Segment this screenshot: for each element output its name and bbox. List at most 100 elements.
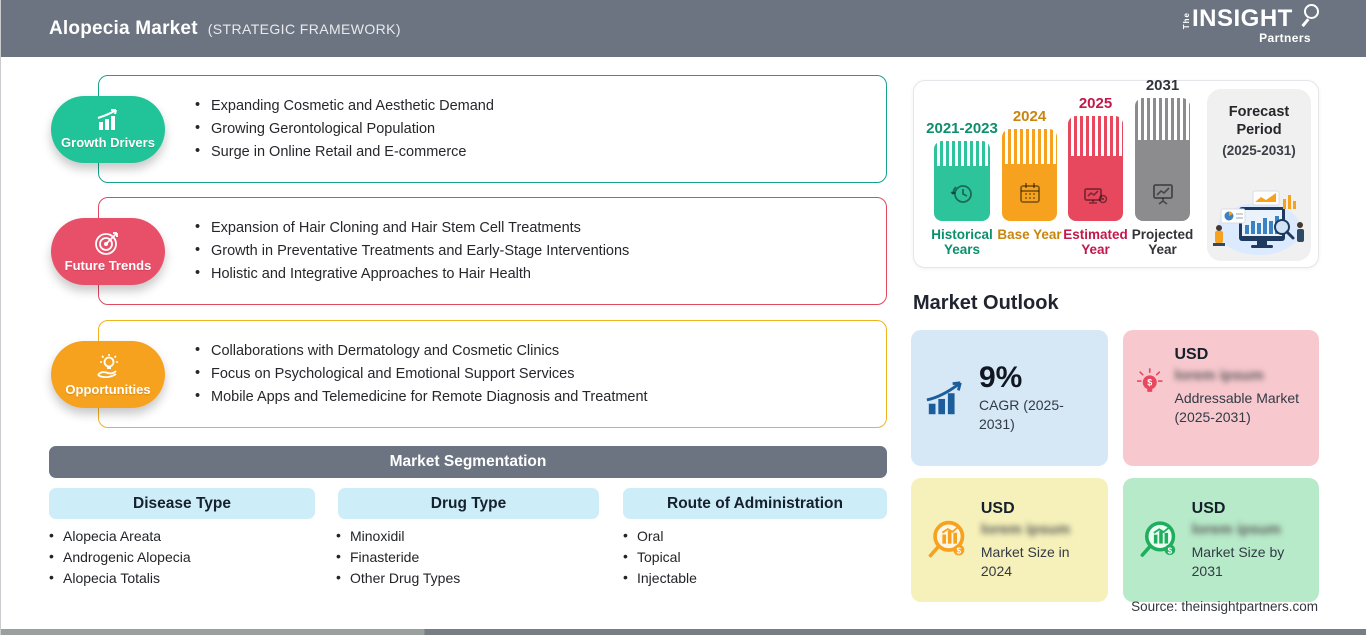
growth-drivers-box: Growth Drivers Expanding Cosmetic and Ae… xyxy=(51,75,887,183)
list-item: Focus on Psychological and Emotional Sup… xyxy=(195,365,870,382)
calendar-icon xyxy=(1019,183,1040,203)
logo-insight-text: INSIGHT xyxy=(1192,5,1293,32)
list-item: Minoxidil xyxy=(336,527,460,545)
bar-stripes xyxy=(1068,116,1123,156)
opportunities-box: Opportunities Collaborations with Dermat… xyxy=(51,320,887,428)
market-outlook-heading: Market Outlook xyxy=(913,292,1059,314)
timeline-bar-estimated: 2025 Estimated Year xyxy=(1063,95,1128,257)
opportunities-label: Opportunities xyxy=(65,381,151,397)
bar-body xyxy=(1002,164,1057,221)
future-trends-label: Future Trends xyxy=(64,258,152,273)
bar-stripes xyxy=(934,141,990,166)
currency-label: USD xyxy=(1191,499,1226,517)
opportunities-pill: Opportunities xyxy=(51,341,165,408)
list-item: Mobile Apps and Telemedicine for Remote … xyxy=(195,388,870,405)
cagr-card: 9% CAGR (2025-2031) xyxy=(911,330,1108,466)
list-item: Surge in Online Retail and E-commerce xyxy=(195,143,870,160)
list-item: Other Drug Types xyxy=(336,569,460,587)
list-item: Growing Gerontological Population xyxy=(195,120,870,137)
growth-drivers-label: Growth Drivers xyxy=(61,135,155,150)
page-title: Alopecia Market xyxy=(49,17,198,39)
list-item: Growth in Preventative Treatments and Ea… xyxy=(195,242,870,259)
market-size-2031-card: $ USD lorem ipsum Market Size by 2031 xyxy=(1123,478,1319,602)
list-item: Injectable xyxy=(623,569,697,587)
logo-the-text: The xyxy=(1182,12,1191,30)
bar-body xyxy=(1068,156,1123,221)
forecast-period-title: Forecast Period xyxy=(1228,104,1290,138)
hand-bulb-icon xyxy=(97,353,118,378)
opportunities-list: Collaborations with Dermatology and Cosm… xyxy=(195,336,870,412)
list-item: Expanding Cosmetic and Aesthetic Demand xyxy=(195,97,870,114)
bar-stripes xyxy=(1002,129,1057,164)
bulb-dollar-icon: $ xyxy=(1137,368,1163,392)
timeline-bar-projected: 2031 Projected Year xyxy=(1132,77,1194,257)
history-clock-icon xyxy=(950,185,972,203)
magnifier-chart-green-icon: $ xyxy=(1140,521,1176,557)
year-label: 2024 xyxy=(1012,108,1047,125)
currency-label: USD xyxy=(1174,346,1209,363)
list-item: Oral xyxy=(623,527,697,545)
blurred-value: lorem ipsum xyxy=(1174,367,1264,384)
forecast-period-panel: Forecast Period (2025-2031) xyxy=(1207,89,1311,261)
segmentation-column-route: Route of Administration xyxy=(623,488,887,519)
cagr-caption: CAGR (2025-2031) xyxy=(978,396,1064,432)
bar-caption: Projected Year xyxy=(1131,227,1194,257)
growth-drivers-list: Expanding Cosmetic and Aesthetic Demand … xyxy=(195,91,870,167)
bottom-divider-bar xyxy=(1,629,1366,635)
segmentation-column-drug-type: Drug Type xyxy=(338,488,599,519)
currency-label: USD xyxy=(980,499,1015,517)
target-dart-icon xyxy=(95,232,118,255)
page-subtitle: (STRATEGIC FRAMEWORK) xyxy=(207,20,401,37)
svg-text:$: $ xyxy=(1168,546,1173,555)
list-item: Expansion of Hair Cloning and Hair Stem … xyxy=(195,219,870,236)
analytics-illustration xyxy=(1213,190,1304,255)
magnifier-loop-icon xyxy=(1304,4,1319,19)
growth-drivers-pill: Growth Drivers xyxy=(51,96,165,163)
drug-type-list: Minoxidil Finasteride Other Drug Types xyxy=(336,524,460,591)
timeline-bar-base: 2024 Base Year xyxy=(997,108,1061,242)
year-label: 2025 xyxy=(1078,95,1113,112)
presentation-chart-icon xyxy=(1152,184,1173,205)
list-item: Topical xyxy=(623,548,697,566)
blurred-value: lorem ipsum xyxy=(1191,520,1281,538)
list-item: Finasteride xyxy=(336,548,460,566)
bar-body xyxy=(934,166,990,221)
bar-caption: Base Year xyxy=(997,227,1062,242)
future-trends-box: Future Trends Expansion of Hair Cloning … xyxy=(51,197,887,305)
timeline-years-card: 2021-2023 Historical Years 2024 xyxy=(913,77,1319,268)
bar-caption: Historical Years xyxy=(931,227,993,257)
market-segmentation-header: Market Segmentation xyxy=(49,446,887,478)
blurred-value: lorem ipsum xyxy=(980,520,1071,538)
logo-partners-text: Partners xyxy=(1259,30,1311,45)
future-trends-list: Expansion of Hair Cloning and Hair Stem … xyxy=(195,213,870,289)
bar-body xyxy=(1135,140,1190,221)
route-of-administration-list: Oral Topical Injectable xyxy=(623,524,697,591)
addressable-market-card: $ USD lorem ipsum Addressable Market (20… xyxy=(1123,330,1319,466)
list-item: Alopecia Totalis xyxy=(49,569,191,587)
segmentation-column-disease-type: Disease Type xyxy=(49,488,315,519)
year-label: 2031 xyxy=(1145,77,1180,94)
bar-stripes xyxy=(1135,98,1190,140)
forecast-period-range: (2025-2031) xyxy=(1222,143,1296,158)
header-bar: Alopecia Market (STRATEGIC FRAMEWORK) Th… xyxy=(1,0,1366,57)
insight-partners-logo: The INSIGHT Partners xyxy=(1182,4,1319,52)
future-trends-pill: Future Trends xyxy=(51,218,165,285)
cagr-value: 9% xyxy=(978,360,1023,394)
card-caption: Market Size in 2024 xyxy=(980,543,1070,579)
disease-type-list: Alopecia Areata Androgenic Alopecia Alop… xyxy=(49,524,191,591)
card-caption: Market Size by 2031 xyxy=(1191,543,1285,579)
svg-text:$: $ xyxy=(957,547,962,556)
bar-caption: Estimated Year xyxy=(1063,227,1128,257)
list-item: Androgenic Alopecia xyxy=(49,548,191,566)
card-caption: Addressable Market (2025-2031) xyxy=(1174,390,1300,425)
list-item: Collaborations with Dermatology and Cosm… xyxy=(195,342,870,359)
timeline-bar-historical: 2021-2023 Historical Years xyxy=(926,120,998,257)
source-attribution: Source: theinsightpartners.com xyxy=(1131,599,1318,614)
year-label: 2021-2023 xyxy=(926,120,998,137)
growth-chart-icon xyxy=(926,381,962,415)
bar-chart-growth-icon xyxy=(97,109,117,130)
list-item: Alopecia Areata xyxy=(49,527,191,545)
computer-gear-icon xyxy=(1083,188,1107,204)
svg-text:$: $ xyxy=(1147,378,1152,388)
